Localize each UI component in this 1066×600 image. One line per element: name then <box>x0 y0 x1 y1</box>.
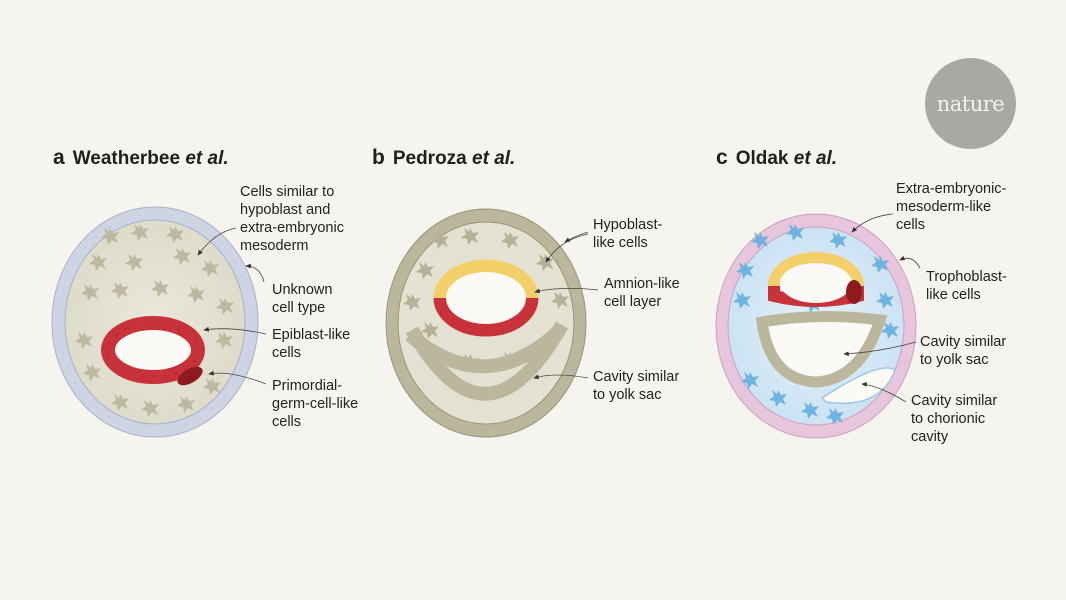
panel-b-title: b Pedroza et al. <box>372 146 515 170</box>
panel-etal: et al. <box>472 148 516 169</box>
panel-etal: et al. <box>793 148 838 169</box>
label-amnion-like-layer: Amnion-like cell layer <box>604 276 680 310</box>
panel-a-title: a Weatherbee et al. <box>53 146 229 170</box>
label-exem-like-cells: Extra-embryonic- mesoderm-like cells <box>896 181 1007 233</box>
label-unknown-cell-type: Unknown cell type <box>272 282 333 316</box>
panel-letter: b <box>372 146 385 169</box>
panel-c-embryo <box>715 213 917 439</box>
panel-b-embryo <box>385 208 587 438</box>
label-yolk-sac-cavity: Cavity similar to yolk sac <box>593 369 680 403</box>
panel-letter: a <box>53 146 65 169</box>
panel-author: Oldak <box>735 148 789 169</box>
panel-author: Pedroza <box>392 148 467 169</box>
label-epiblast-like-cells: Epiblast-like cells <box>272 327 351 361</box>
label-pgc-like-cells: Primordial- germ-cell-like cells <box>272 378 359 430</box>
label-trophoblast-like-cells: Trophoblast- like cells <box>926 269 1007 303</box>
panel-a-embryo <box>51 206 259 438</box>
label-yolk-sac-cavity: Cavity similar to yolk sac <box>920 334 1007 368</box>
panel-etal: et al. <box>185 148 229 169</box>
label-hypoblast-exem-cells: Cells similar to hypoblast and extra-emb… <box>240 184 344 254</box>
nature-logo: nature <box>925 58 1016 149</box>
panel-c-title: c Oldak et al. <box>716 146 837 170</box>
logo-text: nature <box>936 91 1005 116</box>
label-hypoblast-like-cells: Hypoblast- like cells <box>593 217 663 251</box>
label-chorionic-cavity: Cavity similar to chorionic cavity <box>911 393 998 445</box>
panel-letter: c <box>716 146 728 169</box>
panel-author: Weatherbee <box>72 148 181 169</box>
